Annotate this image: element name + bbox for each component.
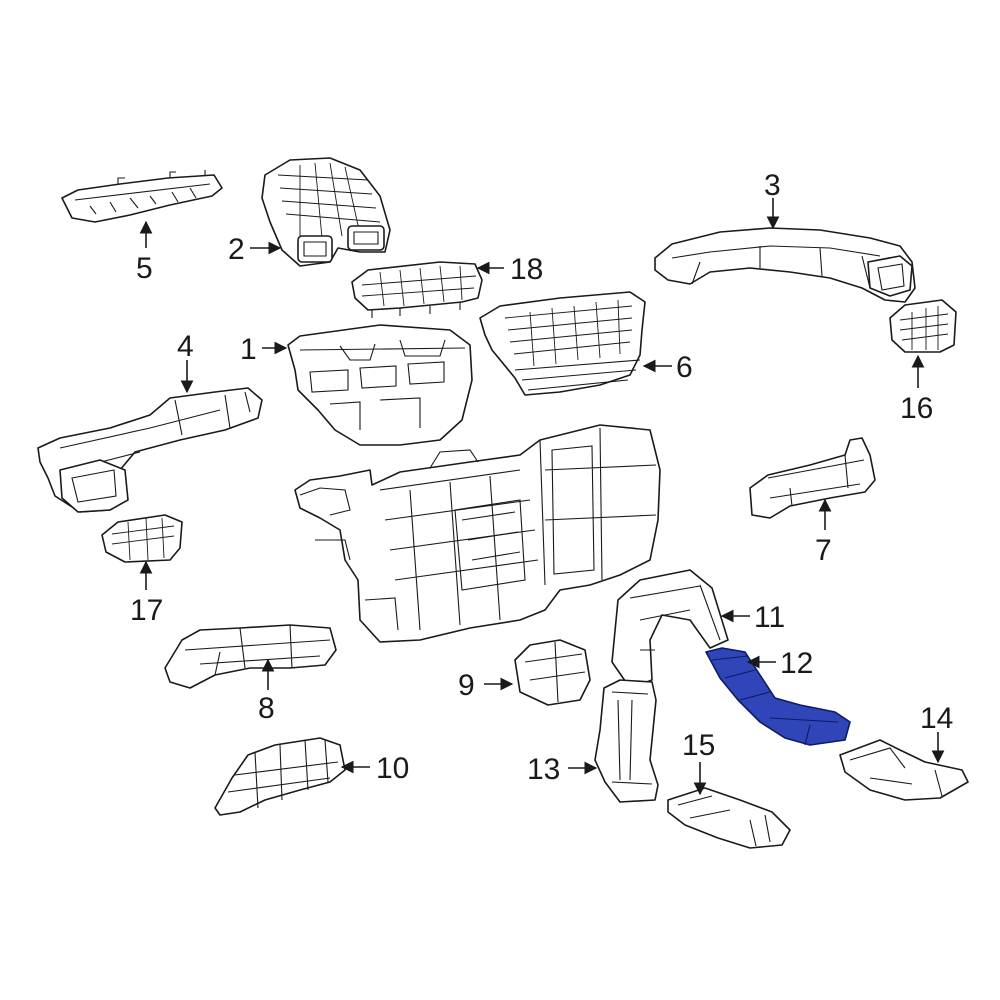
leader-lines xyxy=(139,198,945,796)
part-7-duct[interactable] xyxy=(749,437,876,519)
callout-17: 17 xyxy=(130,594,163,627)
part-8-bracket[interactable] xyxy=(164,624,337,689)
callout-2: 2 xyxy=(228,233,245,266)
callout-8: 8 xyxy=(258,692,275,725)
callout-10: 10 xyxy=(376,752,409,785)
callout-18: 18 xyxy=(510,253,543,286)
callout-9: 9 xyxy=(458,669,475,702)
central-housing-assembly[interactable] xyxy=(294,424,661,643)
part-16-vent[interactable] xyxy=(889,299,957,353)
part-12-duct-highlighted[interactable] xyxy=(705,647,851,746)
part-11-duct[interactable] xyxy=(611,569,729,689)
callout-11: 11 xyxy=(754,601,785,634)
part-1-housing-upper[interactable] xyxy=(287,324,473,446)
callout-7: 7 xyxy=(815,534,832,567)
part-17-vent[interactable] xyxy=(101,514,183,563)
part-18-filter-frame[interactable] xyxy=(351,261,483,318)
part-2-dual-vent-duct[interactable] xyxy=(261,157,391,267)
callout-4: 4 xyxy=(177,330,194,363)
part-15-floor-duct[interactable] xyxy=(667,787,791,849)
part-13-duct[interactable] xyxy=(594,679,659,803)
callout-3: 3 xyxy=(764,169,781,202)
part-14-floor-duct[interactable] xyxy=(839,739,969,801)
part-6-filter-box[interactable] xyxy=(479,291,646,396)
part-4-duct[interactable] xyxy=(37,387,263,513)
callout-13: 13 xyxy=(527,753,560,786)
part-9-bracket[interactable] xyxy=(514,639,591,706)
callout-6: 6 xyxy=(676,351,693,384)
callout-labels: 1 2 3 4 5 6 7 8 9 10 11 12 13 14 15 16 1… xyxy=(130,169,953,786)
callout-12: 12 xyxy=(780,647,813,680)
part-5-bracket[interactable] xyxy=(61,170,223,223)
callout-14: 14 xyxy=(920,702,953,735)
callout-15: 15 xyxy=(682,729,715,762)
part-10-bracket[interactable] xyxy=(214,737,346,816)
callout-1: 1 xyxy=(240,333,257,366)
part-3-duct[interactable] xyxy=(654,227,916,303)
callout-16: 16 xyxy=(900,392,933,425)
callout-5: 5 xyxy=(136,252,153,285)
